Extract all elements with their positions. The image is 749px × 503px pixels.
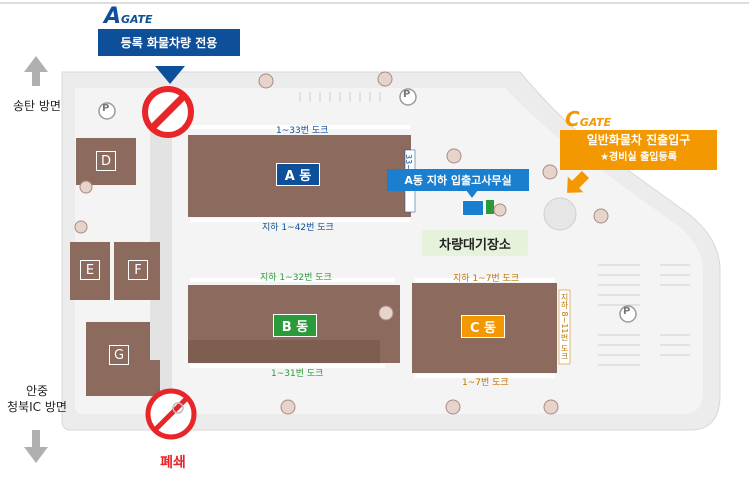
gate-c-word: GATE: [579, 116, 612, 129]
gate-c-notice: 일반화물차 진출입구 ★경비실 출입등록: [560, 130, 717, 170]
office-icon: [462, 200, 484, 216]
no-entry-sign: [142, 86, 194, 138]
office-label: A동 지하 입출고사무실: [387, 169, 529, 191]
waiting-area-label: 차량대기장소: [422, 230, 528, 256]
building-c-dock-top: 지하 1~7번 도크: [453, 274, 520, 284]
closed-label: 폐쇄: [160, 455, 186, 471]
building-e-badge: E: [80, 260, 100, 280]
gate-a-title: AGATE: [104, 6, 153, 31]
gate-c-notice-line1: 일반화물차 진출입구: [586, 133, 691, 147]
building-g-badge: G: [109, 345, 129, 365]
gate-c-arrow: [567, 170, 590, 193]
dock-ticks: [190, 125, 555, 378]
building-c-dock-side: 지하 8~11번 도크: [560, 293, 569, 361]
building-b-dock-top: 지하 1~32번 도크: [260, 273, 332, 283]
building-c-badge: C 동: [461, 315, 505, 338]
direction-arrows: [24, 56, 48, 463]
building-f-badge: F: [128, 260, 148, 280]
parking-icon: P: [102, 103, 110, 114]
building-d-badge: D: [96, 151, 116, 171]
gate-a-marker: [155, 66, 185, 84]
building-a-dock-top: 1~33번 도크: [276, 126, 329, 136]
building-b-dock-bottom: 1~31번 도크: [271, 369, 324, 379]
building-a-badge: A 동: [276, 163, 320, 186]
closed-sign: [145, 388, 197, 440]
gate-c-letter: C: [565, 107, 580, 131]
building-c-dock-bottom: 1~7번 도크: [462, 378, 509, 388]
parking-icon: P: [403, 89, 411, 100]
parking-stripes: [299, 92, 690, 366]
office-pointer: [466, 190, 478, 198]
west-road: [150, 90, 172, 410]
parking-circles: [98, 88, 637, 323]
buildings: [70, 135, 557, 396]
gate-a-notice: 등록 화물차량 전용: [98, 29, 240, 56]
gate-a-letter: A: [104, 4, 122, 29]
building-a-dock-bottom: 지하 1~42번 도크: [262, 223, 334, 233]
direction-anjung-line1: 안중: [25, 384, 49, 398]
direction-anjung: 안중 청북IC 방면: [0, 383, 74, 415]
gate-a-word: GATE: [121, 13, 153, 26]
direction-songtan: 송탄 방면: [13, 99, 61, 113]
parking-icon: P: [623, 306, 631, 317]
direction-anjung-line2: 청북IC 방면: [7, 400, 67, 414]
building-b-badge: B 동: [273, 314, 317, 337]
building-a-dock-side: 33~38: [404, 154, 413, 182]
gate-c-notice-line2: ★경비실 출입등록: [600, 152, 677, 163]
roundabout: [543, 197, 577, 231]
gate-c-title: CGATE: [565, 109, 611, 133]
truck-markers: [74, 71, 609, 415]
